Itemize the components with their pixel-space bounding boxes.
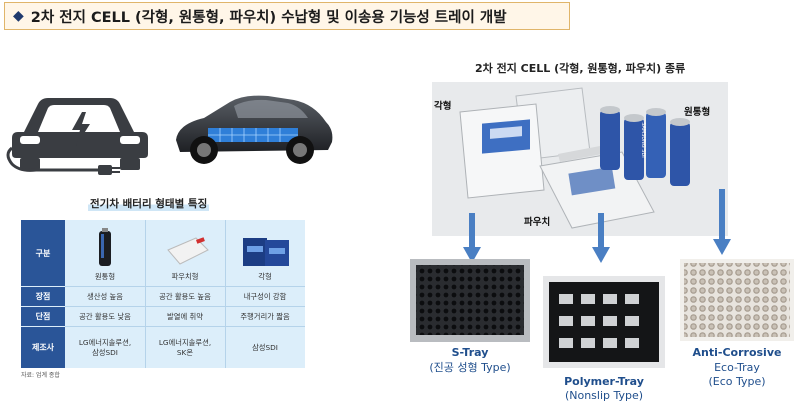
maker-prismatic: 삼성SDI <box>252 342 278 352</box>
row-header-type: 구분 <box>21 220 65 286</box>
type-pouch: 파우치형 <box>171 272 199 282</box>
page-title: 2차 전지 CELL (각형, 원통형, 파우치) 수납형 및 이송용 기능성 … <box>30 9 507 26</box>
source-note: 자료: 업계 종합 <box>21 372 60 379</box>
page-title-bar: ◆ 2차 전지 CELL (각형, 원통형, 파우치) 수납형 및 이송용 기능… <box>4 2 570 30</box>
tray-name-s-tray: S-Tray <box>451 346 489 359</box>
polymer-tray-image <box>543 276 665 368</box>
tray-sub-s-tray: (진공 성형 Type) <box>429 361 511 374</box>
row-header-cons: 단점 <box>21 307 65 326</box>
pros-prismatic: 내구성이 강함 <box>243 291 287 301</box>
eco-tray-image <box>680 259 794 341</box>
electric-car-icon <box>6 98 148 175</box>
battery-cells-photo: 각형 원통형 파우치 SAMSUNG SDI <box>432 82 728 236</box>
cons-pouch: 발열에 취약 <box>167 311 203 321</box>
row-header-maker: 제조사 <box>21 327 65 368</box>
ev-cutaway-image <box>176 95 333 164</box>
label-pouch: 파우치 <box>524 217 551 228</box>
tray-sub-eco-tray: Eco-Tray <box>714 361 760 374</box>
pros-cylindrical: 생산성 높음 <box>87 291 123 301</box>
type-prismatic: 각형 <box>258 272 272 282</box>
arrow-down-icon <box>592 213 610 263</box>
arrow-down-icon <box>713 189 731 255</box>
battery-feature-table: 구분 장점 단점 제조사 원통형 파우치형 각형 생산성 높음 공간 활용도 높… <box>21 220 305 368</box>
arrow-down-icon <box>463 213 481 263</box>
tray-sub-polymer: (Nonslip Type) <box>564 389 644 402</box>
cylindrical-battery-icon <box>99 228 111 266</box>
row-header-pros: 장점 <box>21 287 65 306</box>
pouch-battery-icon <box>167 237 209 265</box>
cons-cylindrical: 공간 활용도 낮음 <box>79 311 131 321</box>
cell-types-title: 2차 전지 CELL (각형, 원통형, 파우치) 종류 <box>475 62 686 75</box>
tray-name-polymer: Polymer-Tray <box>564 375 644 388</box>
maker-pouch: LG에너지솔루션,SK온 <box>158 338 212 357</box>
cell-brand-text: SAMSUNG SDI <box>639 122 646 158</box>
cons-prismatic: 주행거리가 짧음 <box>240 311 290 321</box>
type-cylindrical: 원통형 <box>94 272 116 282</box>
label-cylindrical: 원통형 <box>684 107 711 118</box>
diamond-bullet-icon: ◆ <box>13 8 24 24</box>
tray-name-anti-corrosive: Anti-Corrosive <box>692 346 782 359</box>
battery-table-title: 전기차 배터리 형태별 특징 <box>88 196 210 211</box>
pros-pouch: 공간 활용도 높음 <box>159 291 211 301</box>
tray-sub-eco-type: (Eco Type) <box>708 375 766 388</box>
prismatic-battery-icon <box>243 238 289 266</box>
maker-cylindrical: LG에너지솔루션,삼성SDI <box>78 338 132 357</box>
label-prismatic: 각형 <box>434 101 452 112</box>
s-tray-image <box>410 259 530 342</box>
